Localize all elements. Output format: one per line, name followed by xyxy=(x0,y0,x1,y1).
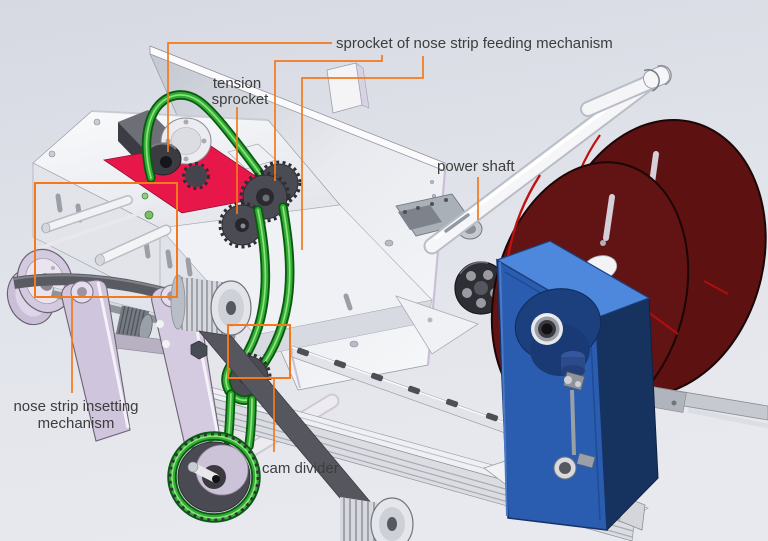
leader-sprocket-feeding-3 xyxy=(301,56,424,250)
tension-pulley xyxy=(144,142,210,190)
big-timing-pulley xyxy=(170,274,252,336)
hex-nut xyxy=(190,340,208,360)
plate-top-tab xyxy=(326,62,363,114)
crank-linkage xyxy=(553,351,596,480)
label-nose-strip-line1: nose strip insetting xyxy=(13,398,138,415)
labels: sprocket of nose strip feeding mechanism… xyxy=(13,35,612,477)
label-cam-divider: cam divider xyxy=(262,460,339,477)
leader-sprocket-feeding-1 xyxy=(167,42,332,152)
annotations xyxy=(34,42,479,452)
highlight-box-cam-divider xyxy=(227,324,291,379)
label-tension-line2: sprocket xyxy=(212,91,270,108)
chain-wheel xyxy=(167,431,261,523)
label-power-shaft: power shaft xyxy=(437,158,515,175)
triangular-plate xyxy=(395,295,479,355)
green-fitting xyxy=(144,210,154,220)
blue-gearbox xyxy=(495,240,659,532)
label-sprocket-feeding: sprocket of nose strip feeding mechanism xyxy=(336,35,613,52)
white-rods xyxy=(38,195,172,266)
lower-timing-pulley xyxy=(340,497,414,541)
insetting-mechanism xyxy=(6,192,414,541)
power-shaft-end xyxy=(580,64,672,117)
highlight-box-insetting xyxy=(34,182,178,298)
bearing xyxy=(531,313,563,345)
label-tension-line1: tension xyxy=(213,75,261,92)
label-nose-strip-line2: mechanism xyxy=(38,415,115,432)
reel-slot xyxy=(603,194,615,241)
leader-sprocket-feeding-2 xyxy=(274,55,383,181)
